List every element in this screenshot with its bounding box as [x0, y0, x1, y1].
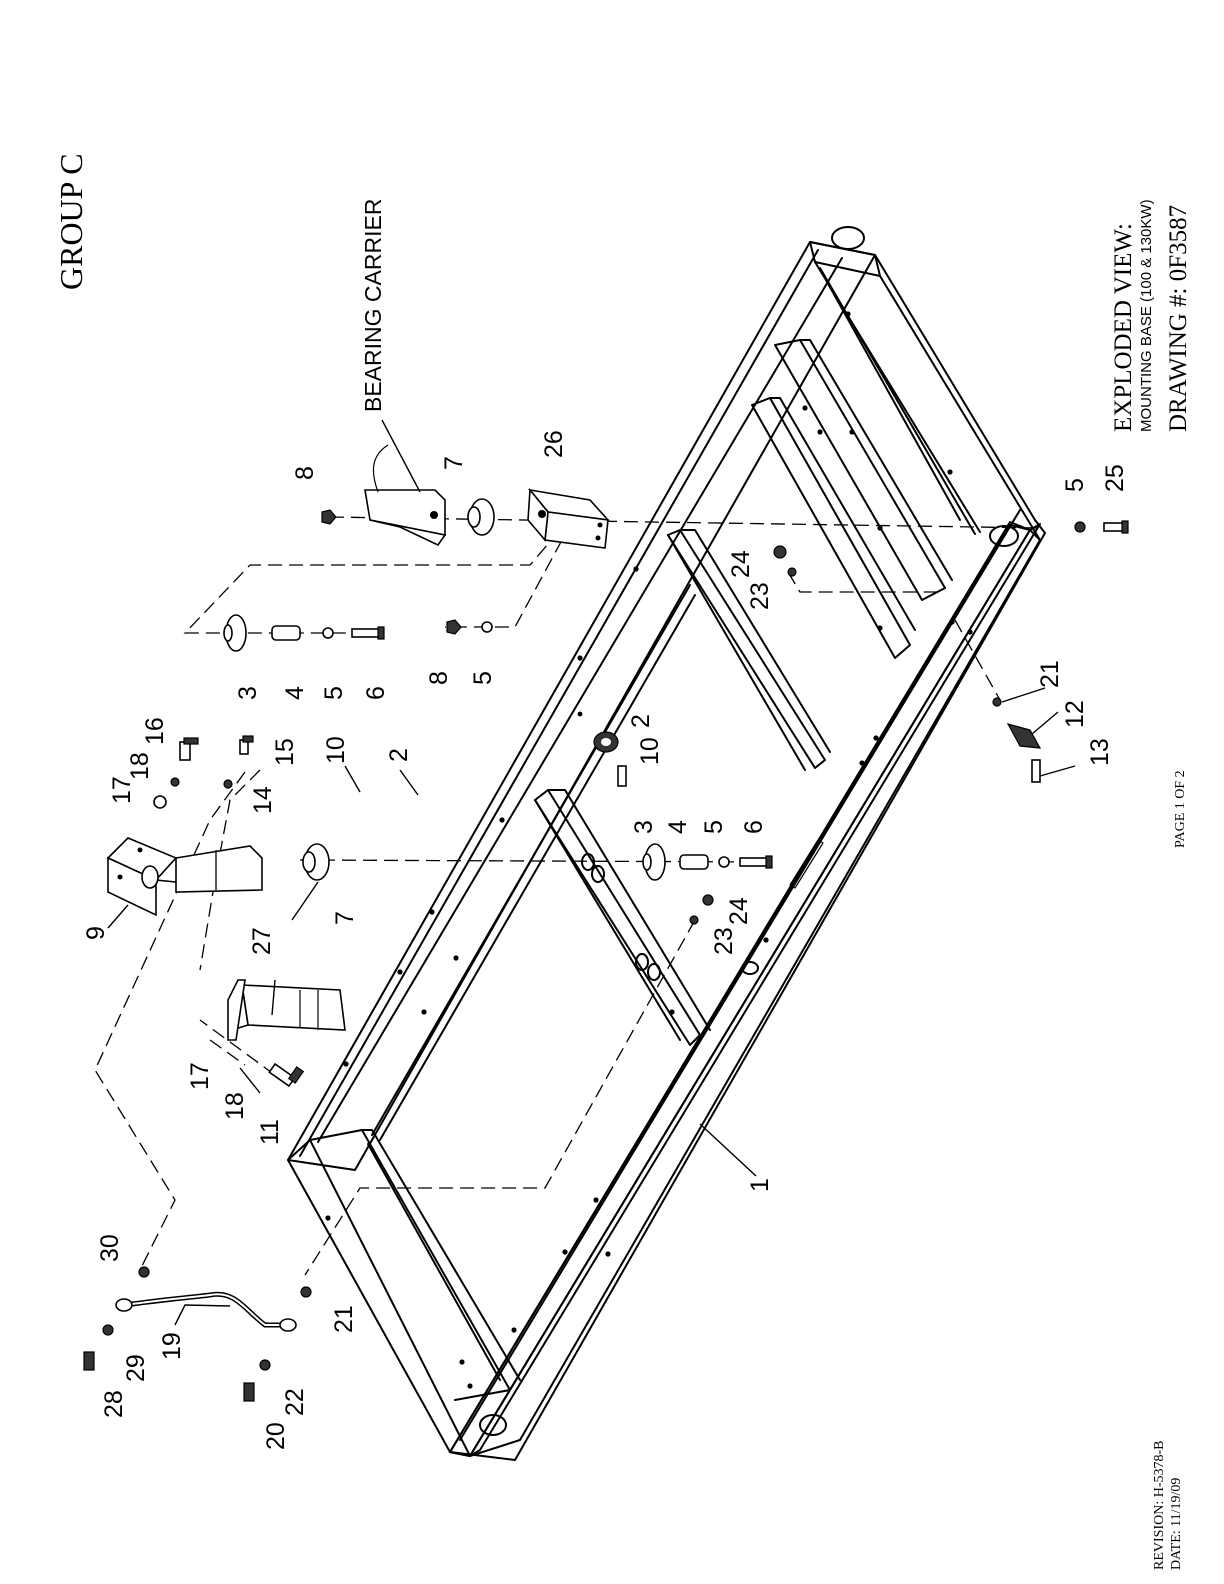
part-15-screw [240, 736, 253, 754]
part-7-mount-lower [303, 844, 329, 880]
callout-17-upper: 17 [108, 776, 136, 804]
part-4-sleeve-upper [272, 626, 300, 640]
part-21-washer-right [993, 698, 1001, 706]
title-line-2: MOUNTING BASE (100 & 130KW) [1138, 199, 1155, 432]
part-5-washer-mid [482, 622, 492, 632]
callout-25: 25 [1101, 464, 1129, 492]
callout-5-lower: 5 [700, 820, 728, 834]
part-21-washer-left [301, 1287, 311, 1297]
callout-26: 26 [540, 430, 568, 458]
part-22-lockwasher [260, 1360, 270, 1370]
callout-5-far-right: 5 [1061, 478, 1089, 492]
callout-3-lower: 3 [630, 820, 658, 834]
part-28-screw [84, 1352, 94, 1370]
title-line-3: DRAWING #: 0F3587 [1165, 205, 1192, 432]
part-12-clamp [1008, 724, 1040, 748]
callout-7-upper: 7 [440, 456, 468, 470]
callout-8-upper: 8 [291, 466, 319, 480]
callout-1: 1 [746, 1178, 774, 1192]
part-30-washer [139, 1267, 149, 1277]
callout-6-upper: 6 [362, 686, 390, 700]
callout-2-mid: 2 [627, 714, 655, 728]
group-heading: GROUP C [53, 153, 89, 290]
callout-7-lower: 7 [331, 911, 359, 925]
callout-15: 15 [271, 738, 299, 766]
callout-14: 14 [249, 786, 277, 814]
part-17-washer [154, 796, 166, 808]
part-23-washer-mid [690, 916, 698, 924]
bearing-carrier-label: BEARING CARRIER [360, 199, 386, 412]
part-9-pedestal [108, 838, 262, 915]
callout-13: 13 [1086, 738, 1114, 766]
callout-21-right: 21 [1036, 660, 1064, 688]
title-block: EXPLODED VIEW: MOUNTING BASE (100 & 130K… [1110, 199, 1192, 432]
callout-29: 29 [122, 1354, 150, 1382]
part-5-washer-right [1075, 522, 1085, 532]
part-14-lockwasher [224, 780, 232, 788]
page-number: PAGE 1 OF 2 [1173, 770, 1188, 848]
callout-16: 16 [141, 717, 169, 745]
callout-5-mid: 5 [469, 671, 497, 685]
callout-24-mid: 24 [725, 897, 753, 925]
callout-18-upper: 18 [126, 752, 154, 780]
revision-label: REVISION: H-5378-B [1152, 1441, 1167, 1571]
part-19-ground-cable [116, 1294, 296, 1331]
callout-23-mid: 23 [710, 927, 738, 955]
part-24-nut-mid [703, 895, 713, 905]
part-18-lockwasher [171, 778, 179, 786]
part-27-bracket [228, 980, 345, 1040]
part-3-washer-upper [224, 615, 246, 651]
callout-6-lower: 6 [740, 820, 768, 834]
revision-block: REVISION: H-5378-B DATE: 11/19/09 [1152, 1441, 1184, 1571]
callout-27: 27 [248, 927, 276, 955]
callout-5-upper: 5 [320, 686, 348, 700]
part-5-washer-lower [719, 857, 729, 867]
callout-10-upper: 10 [322, 736, 350, 764]
part-29-lockwasher [103, 1325, 113, 1335]
callout-4-lower: 4 [664, 820, 692, 834]
callout-30: 30 [96, 1234, 124, 1262]
part-6-bolt-upper [352, 627, 384, 639]
part-10-bracket [578, 712, 626, 786]
callout-23-right: 23 [746, 582, 774, 610]
callout-4-upper: 4 [281, 686, 309, 700]
part-3-washer-lower [643, 844, 665, 880]
callout-9: 9 [82, 926, 110, 940]
revision-date: DATE: 11/19/09 [1169, 1478, 1184, 1570]
callout-3-upper: 3 [234, 686, 262, 700]
callout-18-lower: 18 [221, 1092, 249, 1120]
callout-19: 19 [158, 1332, 186, 1360]
part-4-sleeve-lower [680, 855, 708, 869]
part-11-bolt [269, 1064, 303, 1086]
part-6-bolt-lower [740, 856, 772, 868]
part-24-nut-right [774, 546, 786, 558]
callout-17-lower: 17 [186, 1062, 214, 1090]
part-8-nut-upper [322, 510, 336, 524]
title-line-1: EXPLODED VIEW: [1110, 223, 1137, 432]
part-23-washer-right [788, 568, 796, 576]
callout-21-left: 21 [330, 1305, 358, 1333]
callout-2-upper: 2 [385, 748, 413, 762]
callout-10-mid: 10 [636, 737, 664, 765]
callout-28: 28 [100, 1390, 128, 1418]
callout-11: 11 [256, 1119, 284, 1145]
part-8-nut-mid [447, 620, 461, 634]
callout-24-right: 24 [727, 550, 755, 578]
part-16-bolt [180, 738, 198, 760]
callout-20: 20 [262, 1422, 290, 1450]
part-20-screw [244, 1383, 254, 1401]
part-25-bolt [1104, 521, 1128, 533]
mounting-base-frame [288, 227, 1045, 1460]
callout-12: 12 [1061, 700, 1089, 728]
part-5-washer-upper [323, 628, 333, 638]
part-13-bolt [1032, 760, 1040, 782]
part-26-block [528, 490, 608, 548]
callout-22: 22 [281, 1388, 309, 1416]
callout-8-mid: 8 [425, 671, 453, 685]
callout-numbers: 8 7 26 5 25 24 23 3 4 5 6 8 5 21 12 13 1… [82, 430, 1129, 1450]
bearing-carrier [365, 445, 445, 545]
part-7-mount-upper [468, 499, 494, 535]
